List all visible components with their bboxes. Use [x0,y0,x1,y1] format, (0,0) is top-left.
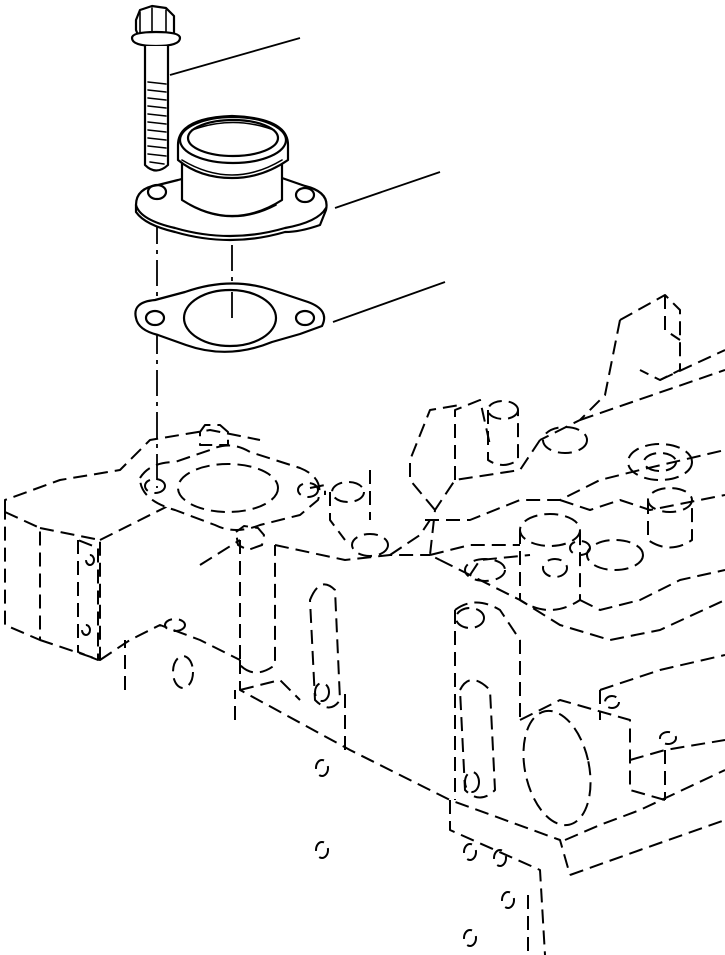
leader-gasket [332,281,446,323]
leader-bolt [169,37,301,76]
connector-part [134,114,328,242]
cylinder-head-phantom [4,294,725,955]
bolt-part [130,4,182,172]
gasket-part [134,282,326,353]
leader-lines [169,37,446,323]
leader-connector [334,171,441,209]
mounting-pad-phantom [139,424,326,551]
bolt-threads [147,81,167,165]
